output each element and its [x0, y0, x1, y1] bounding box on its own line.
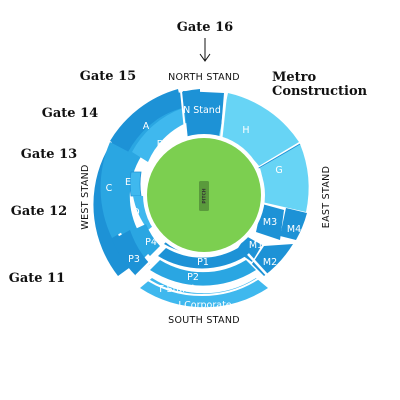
- section-t-stand[interactable]: [150, 260, 256, 286]
- gate16-arrow-head: [199, 53, 211, 62]
- section-m4[interactable]: [280, 208, 307, 240]
- north-west-gap: [180, 90, 187, 141]
- gate-11-label: Gate 11: [9, 271, 65, 286]
- south-white-arc: [141, 275, 263, 297]
- section-e[interactable]: [129, 171, 142, 197]
- label-m2: M2: [263, 257, 277, 268]
- gate-16-label: Gate 16: [177, 20, 233, 35]
- pitch-label: PITCH: [202, 188, 208, 203]
- north-stand-title: NORTH STAND: [168, 72, 240, 83]
- section-m3[interactable]: [256, 204, 284, 240]
- west-stand-title: WEST STAND: [80, 164, 91, 229]
- section-b[interactable]: [132, 108, 186, 162]
- metro-label-line1: Metro: [272, 70, 317, 85]
- section-n-stand[interactable]: [183, 91, 224, 142]
- gate-15-label: Gate 15: [80, 69, 136, 84]
- label-p2: P2: [187, 272, 199, 283]
- section-p3[interactable]: [112, 230, 150, 276]
- east-divider-1: [251, 143, 301, 173]
- section-p2[interactable]: [158, 248, 246, 269]
- pitch-strip[interactable]: [199, 181, 209, 211]
- gate-14-label: Gate 14: [42, 106, 98, 121]
- label-c: C: [106, 183, 113, 194]
- section-p4[interactable]: [133, 224, 160, 256]
- label-n-stand: N Stand: [183, 105, 221, 116]
- north-east-gap: [219, 92, 228, 141]
- section-c[interactable]: [100, 142, 129, 238]
- label-m3: M3: [263, 217, 277, 228]
- southwest-gap: [135, 253, 159, 277]
- section-a[interactable]: [110, 89, 182, 152]
- southeast-gap: [247, 253, 269, 277]
- label-m4: M4: [287, 224, 301, 235]
- section-m1[interactable]: [236, 236, 262, 262]
- label-t-stand: T Stand: [157, 284, 194, 295]
- label-j-corporate: J Corporate: [177, 300, 231, 311]
- label-p4: P4: [145, 237, 157, 248]
- label-e: E: [125, 177, 131, 188]
- west-mid-ring[interactable]: [114, 107, 190, 262]
- label-h: H: [242, 125, 249, 136]
- east-stand-title: EAST STAND: [321, 166, 332, 228]
- label-p1: P1: [197, 257, 209, 268]
- section-j-corporate[interactable]: [140, 278, 268, 308]
- label-p3: P3: [128, 254, 140, 265]
- gate-12-label: Gate 12: [11, 204, 67, 219]
- label-m1: M1: [249, 240, 263, 251]
- label-a: A: [143, 121, 150, 132]
- label-g: G: [275, 165, 282, 176]
- label-d: D: [132, 207, 139, 218]
- label-b: B: [157, 139, 164, 150]
- metro-label-line2: Construction: [272, 84, 368, 99]
- south-stand-title: SOUTH STAND: [168, 315, 240, 326]
- section-g[interactable]: [260, 144, 309, 212]
- gate-13-label: Gate 13: [21, 147, 77, 162]
